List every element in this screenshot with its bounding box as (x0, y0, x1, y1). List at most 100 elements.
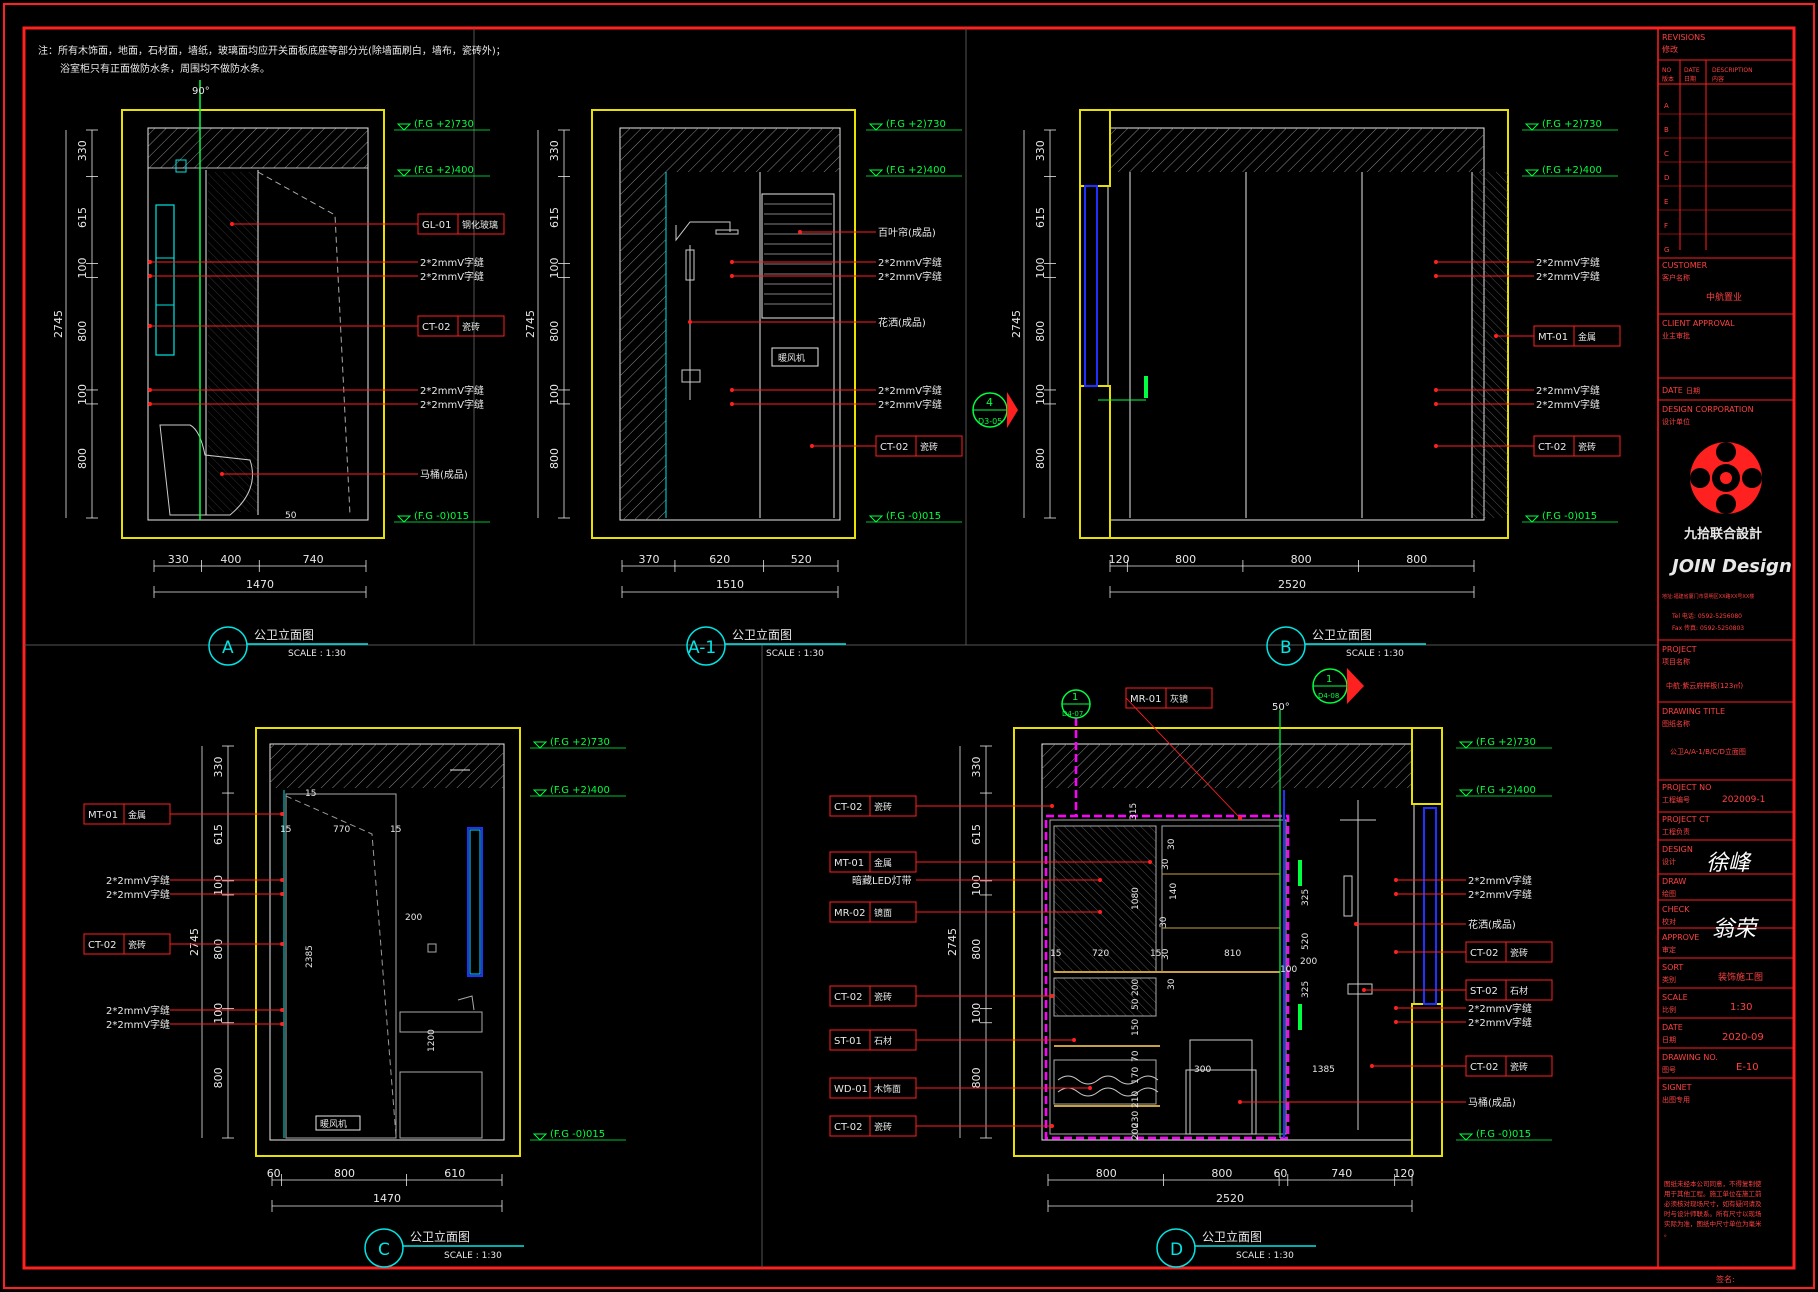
rev-row-E: E (1664, 198, 1668, 206)
elevation-title-circle-D (1156, 1228, 1196, 1268)
elev-a-level-2: (F.G -0)015 (414, 511, 469, 522)
inner-dim-d-17: 170 (1131, 1067, 1141, 1084)
elev-a-level-0: (F.G +2)730 (414, 119, 474, 130)
inner-dim-d-23: 30 (1161, 948, 1171, 960)
callout-code: CT-02 (1470, 948, 1499, 959)
tb-scale-cn: 比例 (1662, 1005, 1676, 1014)
tb-signature-1: 徐峰 (1706, 851, 1752, 876)
callout-name: 2*2mmV字缝 (106, 1018, 170, 1031)
tb-rev-date-cn: 日期 (1684, 75, 1696, 83)
callout-box (1465, 941, 1553, 963)
callout-code: CT-02 (88, 940, 117, 951)
dim-vertical-5: 800 (1034, 448, 1047, 469)
elev-a-level-1: (F.G +2)400 (414, 165, 474, 176)
callout-a1-1: 2*2mmV字缝 (730, 256, 942, 269)
dim-vertical-5: 800 (548, 448, 561, 469)
callout-a-5: 2*2mmV字缝 (148, 398, 484, 411)
callout-d-right-3: CT-02 瓷砖 (1394, 941, 1553, 963)
inner-dim-d-2: 720 (1092, 949, 1109, 959)
tb-drawing-title-en: DRAWING TITLE (1662, 707, 1725, 716)
dim-vertical-4: 100 (76, 384, 89, 405)
callout-name: 马桶(成品) (1468, 1096, 1516, 1109)
inner-dim-d-4: 1385 (1312, 1065, 1335, 1075)
inner-dim-c-15c: 15 (390, 825, 401, 835)
callout-name: 瓷砖 (1510, 947, 1528, 959)
tb-fax: Fax 传真: 0592-5250803 (1672, 624, 1744, 632)
elevation-title-circle-C (364, 1228, 404, 1268)
callout-b-0: 2*2mmV字缝 (1434, 256, 1600, 269)
elevation-a1: 暖风机 (591, 109, 856, 539)
inner-dim-d-12: 15 (1150, 949, 1161, 959)
elevation-title-circle-A-1 (686, 626, 726, 666)
mark-d2-num: 1 (1326, 674, 1332, 685)
tb-company-cn: 九拾联合設計 (1683, 526, 1762, 542)
callout-b-1: 2*2mmV字缝 (1434, 270, 1600, 283)
callout-code: MT-01 (1538, 332, 1568, 343)
small-dim-a: 50 (285, 511, 297, 521)
sheet-outer-border (3, 3, 1815, 1289)
tb-signet-en: SIGNET (1662, 1083, 1692, 1092)
inner-dim-d-13: 200 (1131, 979, 1141, 996)
dim-vertical-2: 100 (1034, 257, 1047, 278)
elevation-id-C: C (378, 1240, 390, 1260)
callout-code: MR-02 (834, 908, 866, 919)
tb-company-en: JOIN Design (1669, 556, 1792, 577)
callout-name: 瓷砖 (462, 321, 480, 333)
elev-b-level-mark-1 (1524, 169, 1540, 177)
callout-a-2: 2*2mmV字缝 (148, 270, 484, 283)
elevation-id-D: D (1170, 1240, 1183, 1260)
inner-dim-d-8: 200 (1300, 957, 1317, 967)
tb-date2-en: DATE (1662, 1023, 1683, 1032)
tb-project-no-val: 202009-1 (1722, 795, 1765, 805)
elev-b-level-2: (F.G -0)015 (1542, 511, 1597, 522)
tb-sort-cn: 类别 (1662, 975, 1676, 984)
dim-bottom-1: 800 (1211, 1167, 1232, 1180)
tb-rev-date: DATE (1684, 67, 1700, 74)
callout-box (1533, 435, 1621, 457)
callout-a1-3: 花洒(成品) (688, 316, 926, 329)
tb-notes-line-5: 。 (1664, 1230, 1671, 1238)
callout-name: 2*2mmV字缝 (420, 384, 484, 397)
box-label-a1: 暖风机 (778, 352, 805, 364)
callout-b-3: 2*2mmV字缝 (1434, 384, 1600, 397)
dim-total-height: 2745 (188, 928, 201, 956)
tb-notes-line-4: 实际为准，图纸中尺寸单位为毫米 (1664, 1219, 1762, 1228)
angle-label-d: 50° (1272, 702, 1290, 713)
tb-date2-cn: 日期 (1662, 1036, 1676, 1044)
tb-scale-en: SCALE (1662, 993, 1688, 1002)
tb-rev-desc: DESCRIPTION (1712, 67, 1753, 74)
callout-box (829, 795, 917, 817)
callout-name: 2*2mmV字缝 (420, 270, 484, 283)
dim-vertical-3: 800 (548, 321, 561, 342)
callout-box (829, 1029, 917, 1051)
elev-c-level-0: (F.G +2)730 (550, 737, 610, 748)
callout-box (829, 985, 917, 1007)
dim-bottom-0: 800 (1096, 1167, 1117, 1180)
tb-project-en: PROJECT (1662, 645, 1697, 654)
callout-d-right-0: 2*2mmV字缝 (1394, 874, 1532, 887)
dim-bottom-3: 800 (1406, 553, 1427, 566)
inner-dim-d-1: 1080 (1131, 887, 1141, 910)
callout-box (1465, 979, 1553, 1001)
dim-bottom-0: 60 (267, 1167, 281, 1180)
callout-c-2: 2*2mmV字缝 (106, 888, 284, 901)
dim-bottom-4: 120 (1393, 1167, 1414, 1180)
callout-box (417, 213, 505, 235)
callout-d-left-2: 暗藏LED灯带 (852, 874, 1102, 887)
callout-name: 瓷砖 (874, 991, 892, 1003)
inner-dim-d-0: 315 (1129, 803, 1139, 820)
dim-vertical-0: 330 (548, 140, 561, 161)
dim-vertical-1: 615 (970, 824, 983, 845)
callout-name: 百叶帘(成品) (878, 226, 936, 239)
callout-code: CT-02 (880, 442, 909, 453)
inner-dim-d-16: 70 (1131, 1050, 1141, 1062)
